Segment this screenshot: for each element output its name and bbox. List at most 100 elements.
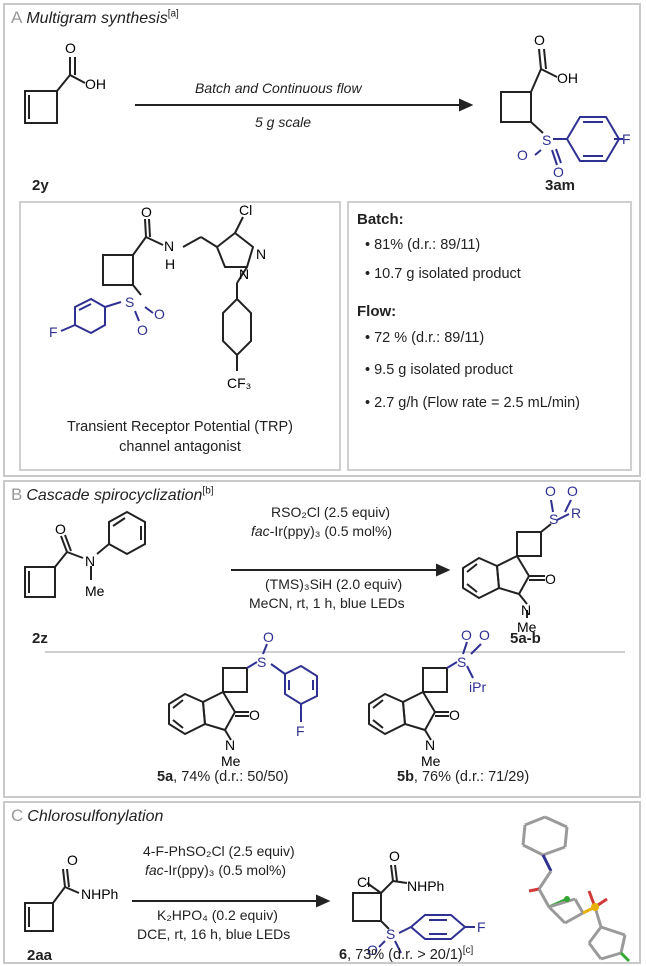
footnote-mark: [b]: [202, 485, 214, 497]
atom-f: F: [477, 919, 486, 935]
atom-cl: Cl: [357, 874, 370, 890]
condition-line: fac-Ir(ppy)₃ (0.5 mol%): [145, 862, 286, 878]
atom-n: N: [256, 246, 266, 262]
atom-o: O: [461, 627, 472, 643]
compound-label-2aa: 2aa: [27, 947, 53, 964]
batch-item: • 10.7 g isolated product: [365, 266, 521, 282]
footnote-mark: [c]: [462, 945, 474, 956]
compound-id: 5a: [157, 769, 174, 785]
condition-line: MeCN, rt, 1 h, blue LEDs: [249, 595, 405, 611]
italic-prefix: fac: [251, 523, 270, 539]
trp-caption-line1: Transient Receptor Potential (TRP): [67, 419, 293, 435]
atom-n: N: [164, 238, 174, 254]
atom-o: O: [367, 942, 378, 958]
atom-o: O: [263, 629, 274, 645]
atom-o: O: [553, 164, 564, 180]
atom-o: O: [249, 707, 260, 723]
yield-text: , 76% (d.r.: 71/29): [413, 769, 530, 785]
panel-title: Multigram synthesis: [26, 10, 168, 27]
atom-o: O: [545, 571, 556, 587]
atom-o: O: [567, 483, 578, 499]
group-me: Me: [517, 619, 537, 635]
compound-id: 6: [339, 946, 348, 963]
trp-structure: O N H Cl N N CF₃ S O O F: [49, 202, 266, 391]
atom-o: O: [141, 204, 152, 220]
trp-caption-line2: channel antagonist: [119, 439, 241, 455]
atom-oh: OH: [557, 70, 578, 86]
group-cf3: CF₃: [227, 375, 251, 391]
scheme-a: O OH O OH S O O F: [24, 32, 631, 180]
condition-rest: -Ir(ppy)₃ (0.5 mol%): [269, 523, 393, 539]
yield-text: , 74% (d.r.: 50/50): [173, 769, 289, 785]
atom-o: O: [154, 306, 165, 322]
scheme-c: O NHPh Cl O NHPh S O F: [24, 815, 631, 963]
atom-n: N: [521, 602, 531, 618]
group-r: R: [571, 505, 581, 521]
group-nhph: NHPh: [407, 878, 444, 894]
atom-oh: OH: [85, 76, 106, 92]
group-me: Me: [221, 753, 241, 769]
atom-n: N: [239, 266, 249, 282]
arrow-label-top: Batch and Continuous flow: [195, 80, 362, 96]
atom-o: O: [137, 322, 148, 338]
example-5b-caption: 5b, 76% (d.r.: 71/29): [397, 769, 529, 785]
atom-o: O: [67, 852, 78, 868]
group-ipr: iPr: [469, 679, 486, 695]
results-box: Batch: • 81% (d.r.: 89/11) • 10.7 g isol…: [347, 201, 632, 471]
panel-title: Cascade spirocyclization: [26, 487, 203, 504]
group-nhph: NHPh: [81, 886, 118, 902]
batch-item: • 81% (d.r.: 89/11): [365, 237, 481, 253]
compound-id: 5b: [397, 769, 414, 785]
atom-s: S: [257, 654, 266, 670]
panel-letter: B: [11, 485, 23, 504]
condition-line: (TMS)₃SiH (2.0 equiv): [265, 576, 403, 592]
atom-o: O: [534, 32, 545, 48]
atom-h: H: [165, 256, 175, 272]
panel-title: Chlorosulfonylation: [27, 808, 164, 825]
panel-letter: C: [11, 806, 24, 825]
group-me: Me: [85, 583, 105, 599]
atom-o: O: [479, 627, 490, 643]
example-5a-caption: 5a, 74% (d.r.: 50/50): [157, 769, 288, 785]
atom-f: F: [49, 324, 58, 340]
flow-heading: Flow:: [357, 303, 397, 320]
flow-item: • 9.5 g isolated product: [365, 362, 513, 378]
atom-o: O: [65, 40, 76, 56]
italic-prefix: fac: [145, 862, 164, 878]
atom-o: O: [55, 521, 66, 537]
compound-label-2z: 2z: [32, 630, 48, 647]
trp-box: O N H Cl N N CF₃ S O O F Transient Recep…: [19, 201, 341, 471]
atom-s: S: [125, 294, 134, 310]
atom-s: S: [542, 132, 551, 148]
atom-s: S: [457, 654, 466, 670]
compound-label-2y: 2y: [32, 177, 49, 194]
condition-line: DCE, rt, 16 h, blue LEDs: [137, 926, 291, 942]
condition-line: RSO₂Cl (2.5 equiv): [271, 504, 391, 520]
flow-item: • 2.7 g/h (Flow rate = 2.5 mL/min): [365, 395, 581, 411]
condition-rest: -Ir(ppy)₃ (0.5 mol%): [163, 862, 287, 878]
atom-s: S: [549, 511, 558, 527]
scheme-b: O N Me O N Me S O O R O N Me S O F O N M…: [24, 483, 625, 769]
atom-f: F: [296, 723, 305, 739]
product-6-caption: 6, 73% (d.r. > 20/1)[c]: [339, 945, 473, 963]
footnote-mark: [a]: [167, 8, 179, 20]
atom-o: O: [517, 147, 528, 163]
yield-text: , 73% (d.r. > 20/1): [347, 946, 463, 963]
atom-o: O: [545, 483, 556, 499]
condition-line: fac-Ir(ppy)₃ (0.5 mol%): [251, 523, 392, 539]
atom-n: N: [425, 737, 435, 753]
panel-letter: A: [11, 8, 23, 27]
flow-item: • 72 % (d.r.: 89/11): [365, 330, 485, 346]
compound-label-5ab: 5a-b: [510, 630, 541, 647]
crystal-structure: [521, 815, 631, 963]
arrow-label-bottom: 5 g scale: [255, 114, 312, 130]
atom-s: S: [386, 926, 395, 942]
atom-cl: Cl: [239, 202, 252, 218]
group-me: Me: [421, 753, 441, 769]
